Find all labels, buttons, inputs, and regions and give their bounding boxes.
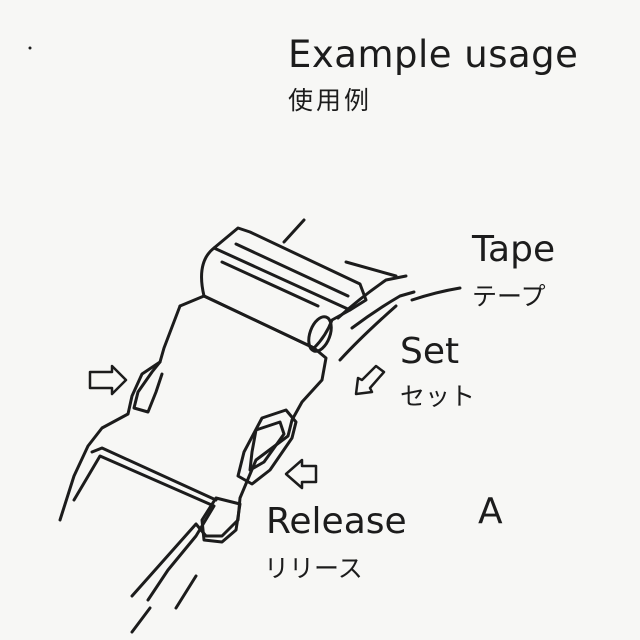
- lower-clip: [200, 496, 242, 544]
- buckle-body-left-edge: [58, 304, 182, 522]
- release-label: Release: [266, 501, 407, 542]
- set-arrow: [354, 364, 386, 396]
- page-subtitle: 使用例: [288, 86, 373, 115]
- figure-letter: A: [478, 491, 503, 532]
- female-sleeve: [90, 446, 218, 502]
- tape-label-jp: テープ: [472, 282, 546, 311]
- roller-highlight: [220, 260, 320, 308]
- left-clip: [132, 360, 164, 414]
- right-clip-inner: [248, 420, 286, 472]
- page-title: Example usage: [288, 33, 579, 76]
- tape-label: Tape: [472, 229, 556, 270]
- female-sleeve-lower: [72, 454, 216, 602]
- tape-leader-line: [410, 286, 462, 302]
- release-arrow: [284, 458, 318, 490]
- speck: [28, 46, 32, 50]
- right-clip: [236, 408, 298, 486]
- tape-strand-inner: [350, 290, 416, 330]
- strap-bottom: [130, 574, 198, 634]
- tape-strand-lower: [338, 304, 398, 362]
- set-label-jp: セット: [400, 382, 476, 411]
- buckle-body: [130, 294, 328, 598]
- left-push-arrow: [88, 364, 128, 396]
- release-label-jp: リリース: [264, 554, 363, 583]
- strap-top: [282, 218, 398, 278]
- roller-end: [307, 315, 333, 353]
- buckle-top-inner: [234, 242, 350, 298]
- set-label: Set: [400, 331, 460, 372]
